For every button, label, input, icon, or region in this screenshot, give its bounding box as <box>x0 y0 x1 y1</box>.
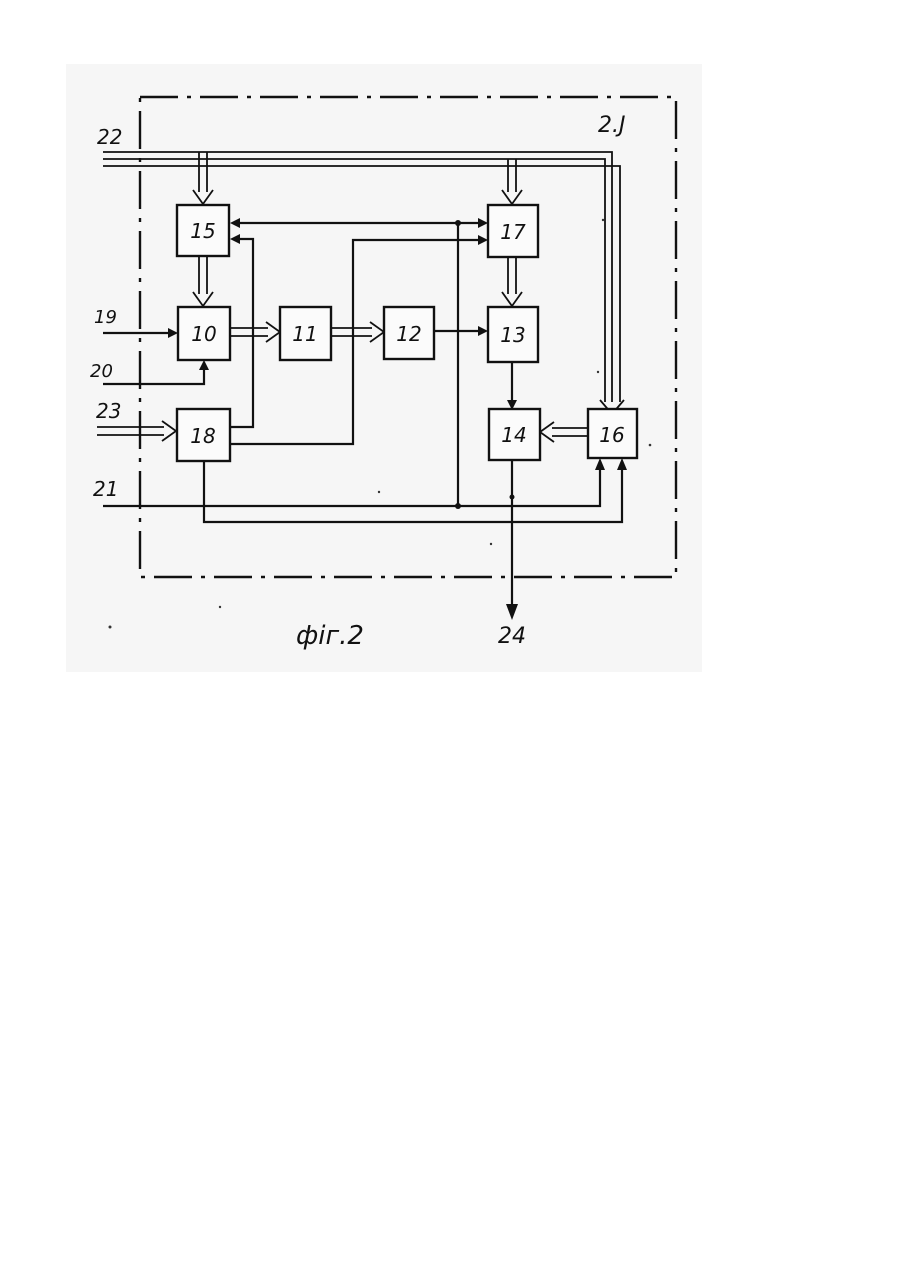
block-11-label: 11 <box>292 322 317 346</box>
block-18-label: 18 <box>190 424 215 448</box>
block-12-label: 12 <box>396 322 421 346</box>
terminal-21-label: 21 <box>93 477 118 501</box>
bus-22 <box>103 152 612 402</box>
terminal-19-label: 19 <box>94 307 117 328</box>
block-15-label: 15 <box>190 219 215 243</box>
terminal-24-label: 24 <box>498 624 526 649</box>
wire-21-bus <box>103 466 600 506</box>
block-12: 12 <box>384 307 434 359</box>
block-14: 14 <box>489 409 540 460</box>
block-17: 17 <box>488 205 538 257</box>
block-11: 11 <box>280 307 331 360</box>
terminal-22-label: 22 <box>97 125 122 149</box>
block-10: 10 <box>178 307 230 360</box>
block-17-label: 17 <box>500 220 526 244</box>
block-10-label: 10 <box>191 322 216 346</box>
block-13: 13 <box>488 307 538 362</box>
wire-20-to-10 <box>103 366 204 384</box>
block-18: 18 <box>177 409 230 461</box>
block-16: 16 <box>588 409 637 458</box>
block-14-label: 14 <box>501 423 526 447</box>
block-16-label: 16 <box>599 423 624 447</box>
wire-18-to-17 <box>230 240 482 444</box>
wire-18-to-16 <box>204 461 622 522</box>
block-13-label: 13 <box>500 323 525 347</box>
frame-label: 2.J <box>598 113 625 138</box>
wire-18-to-15 <box>230 239 253 427</box>
terminal-23-label: 23 <box>96 399 121 423</box>
block-15: 15 <box>177 205 229 256</box>
terminal-20-label: 20 <box>90 361 113 382</box>
figure-caption: фiг.2 <box>296 621 364 651</box>
